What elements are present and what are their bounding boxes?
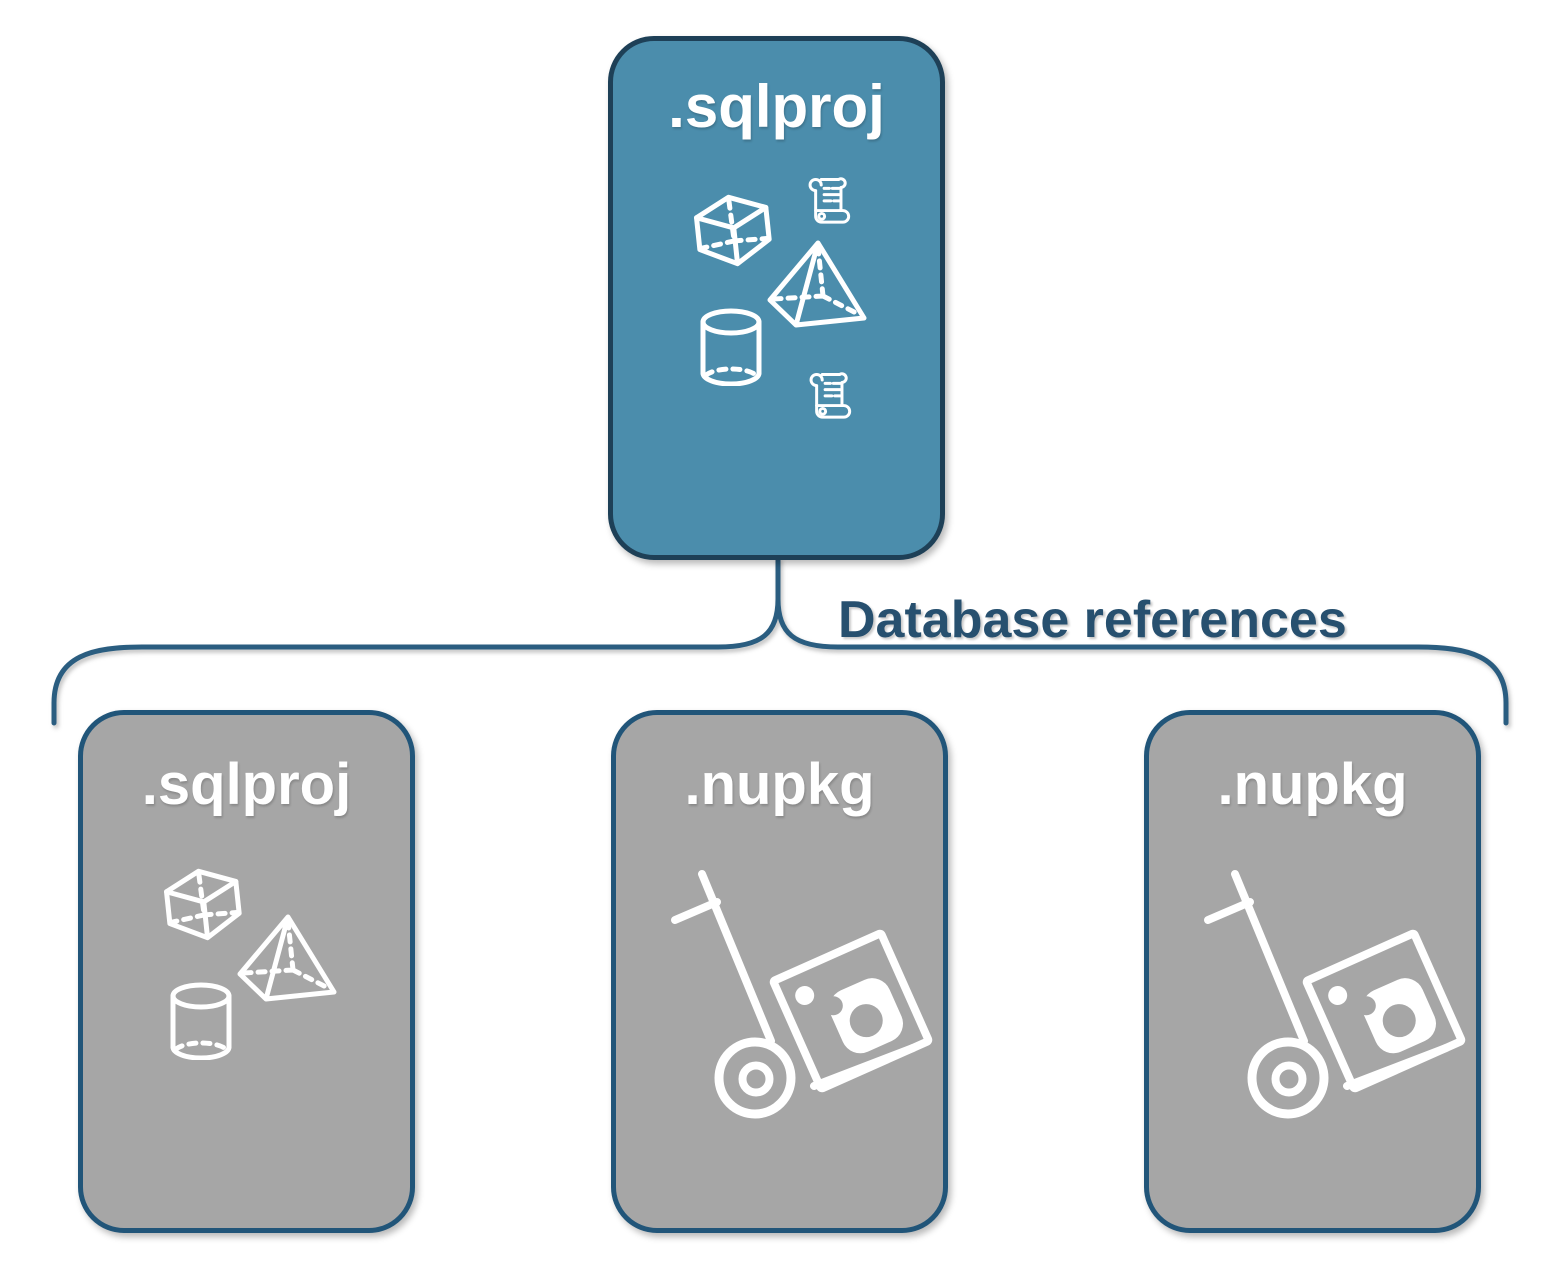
geometry-shapes-icon <box>692 190 874 386</box>
nuget-handtruck-icon <box>1199 865 1471 1127</box>
parent-sqlproj-box: .sqlproj <box>608 36 945 560</box>
child-box-title: .nupkg <box>1217 752 1408 817</box>
geometry-shapes-icon <box>162 864 344 1060</box>
child-nupkg-box: .nupkg <box>611 710 948 1233</box>
database-references-connector <box>51 556 1509 726</box>
sql-script-scroll-icon <box>802 367 854 421</box>
child-box-title: .nupkg <box>684 752 875 817</box>
parent-box-title: .sqlproj <box>668 73 885 140</box>
connector-label: Database references <box>838 591 1347 649</box>
child-nupkg-box: .nupkg <box>1144 710 1481 1233</box>
nuget-handtruck-icon <box>666 865 938 1127</box>
child-sqlproj-box: .sqlproj <box>78 710 415 1233</box>
child-box-title: .sqlproj <box>141 752 352 817</box>
